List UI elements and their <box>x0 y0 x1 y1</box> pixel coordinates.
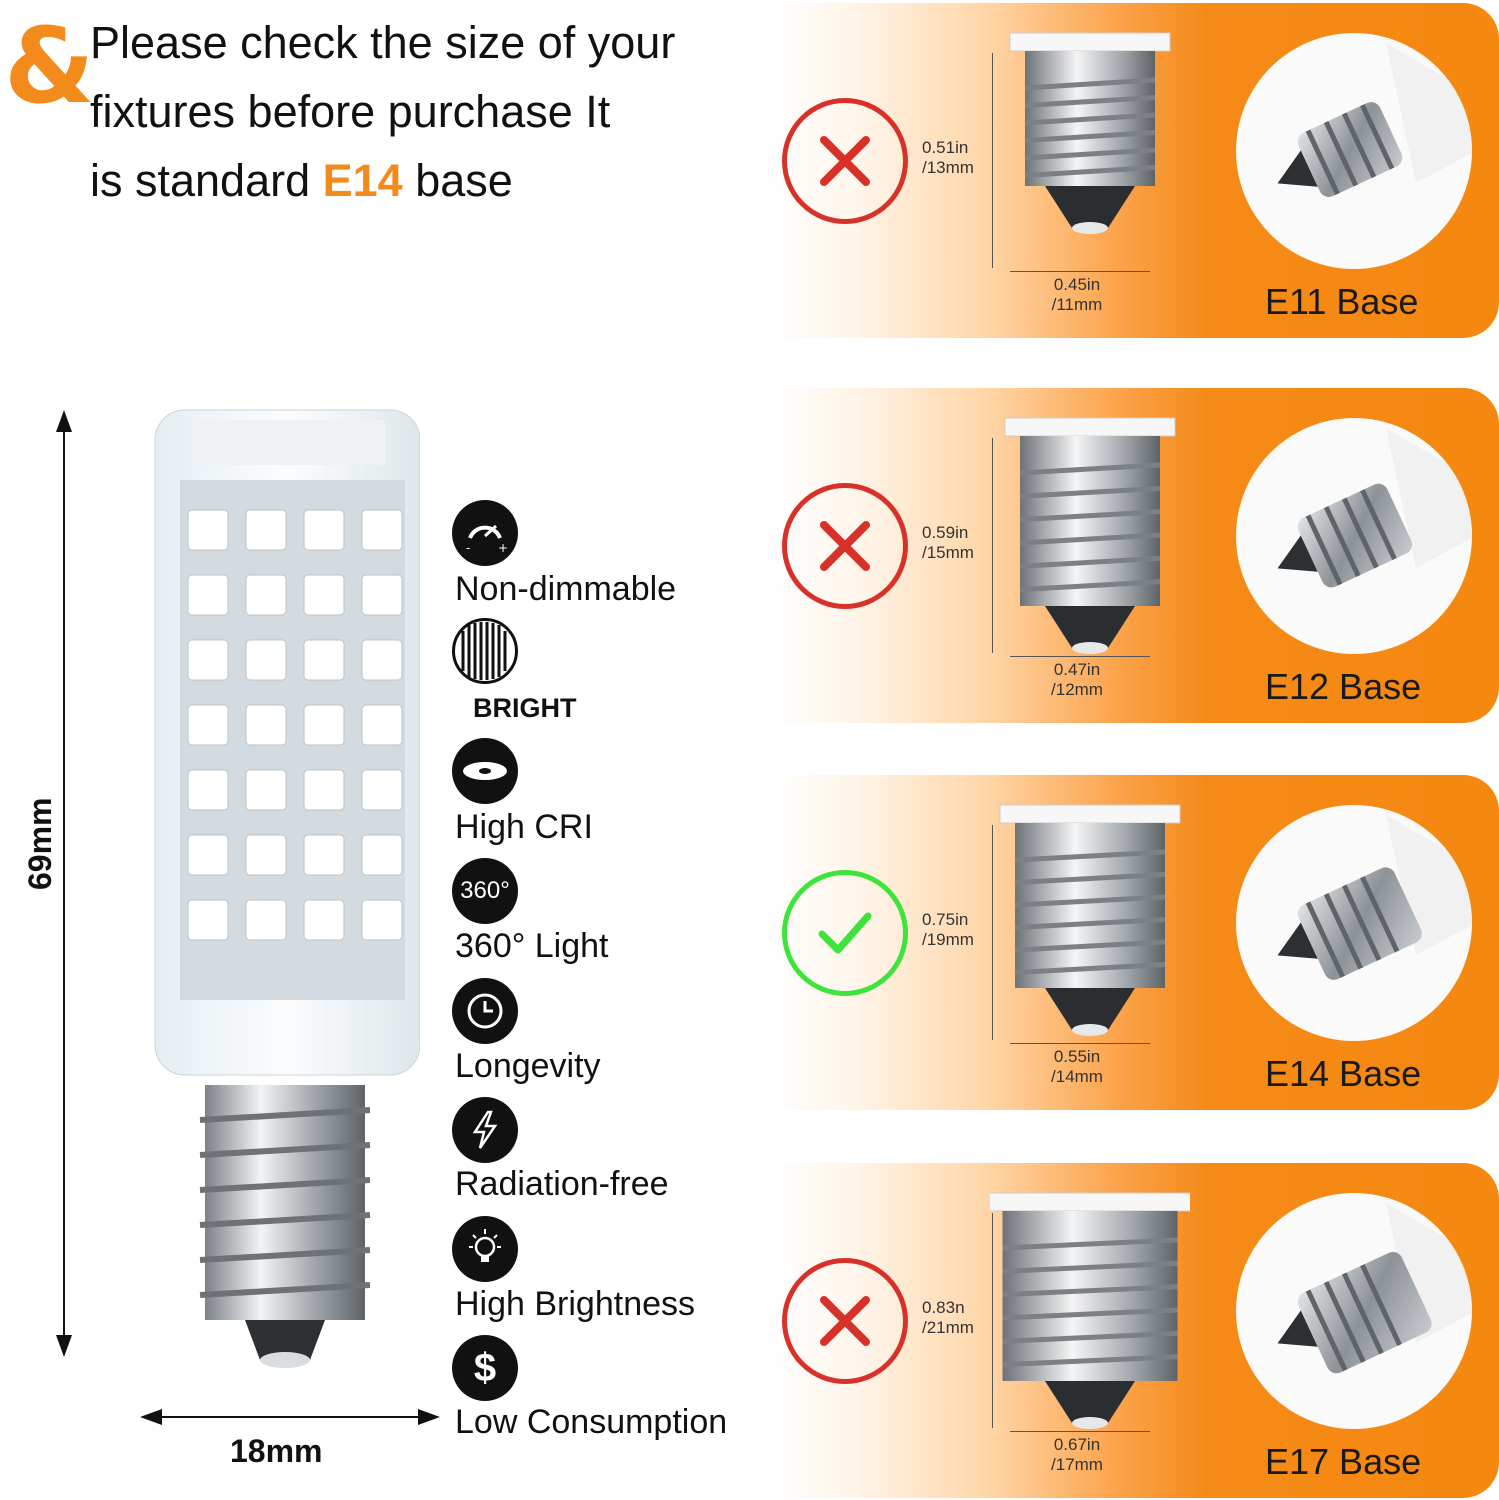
arrow-up-icon <box>56 410 72 432</box>
socket-diagram <box>1004 417 1176 654</box>
socket-diagram <box>1009 32 1171 234</box>
led-chip <box>187 704 229 746</box>
check-icon <box>782 870 908 996</box>
feature-label: High Brightness <box>455 1285 696 1323</box>
led-chip <box>245 509 287 551</box>
svg-text:-: - <box>466 541 470 555</box>
led-chip <box>361 509 403 551</box>
led-chip <box>361 899 403 941</box>
bright-stripes-icon <box>452 618 518 684</box>
bulb-height-label: 69mm <box>22 797 58 891</box>
ampersand-logo: & <box>4 5 95 127</box>
base-photo <box>1236 33 1472 269</box>
led-chip <box>187 899 229 941</box>
base-name-label: E14 Base <box>1265 1053 1422 1094</box>
headline-emphasis: E14 <box>322 155 403 206</box>
arrow-down-icon <box>56 1335 72 1357</box>
socket-width-line <box>1010 1431 1150 1432</box>
led-chip <box>245 639 287 681</box>
led-chip <box>361 769 403 811</box>
socket-width-label: 0.45in/11mm <box>1051 275 1103 314</box>
socket-width-line <box>1010 1043 1150 1044</box>
cross-icon <box>782 1258 908 1384</box>
clock-icon <box>452 978 518 1044</box>
headline: Please check the size of your fixtures b… <box>90 8 790 215</box>
led-chip <box>303 639 345 681</box>
led-bulb-image <box>154 409 420 1368</box>
feature-label: High CRI <box>455 808 593 846</box>
socket-height-line <box>992 53 993 268</box>
bulb-icon <box>452 1216 518 1282</box>
led-chip <box>245 704 287 746</box>
cross-icon <box>782 98 908 224</box>
led-chip <box>187 769 229 811</box>
cross-icon <box>782 483 908 609</box>
led-chip <box>303 509 345 551</box>
socket-width-line <box>1010 656 1150 657</box>
base-name-label: E12 Base <box>1265 666 1422 707</box>
led-chip <box>245 899 287 941</box>
led-chip <box>187 834 229 876</box>
base-name-label: E17 Base <box>1265 1441 1422 1482</box>
dimmer-icon: +- <box>452 500 518 566</box>
360-icon: 360° <box>452 858 518 924</box>
socket-height-label: 0.59in/15mm <box>922 523 974 562</box>
base-panel-e12: 0.59in/15mm 0.47in/12mm E12 Base <box>770 388 1499 723</box>
base-panel-e17: 0.83n/21mm 0.67in/17mm E17 Base <box>770 1163 1499 1498</box>
width-dimension-line <box>145 1416 435 1418</box>
socket-width-label: 0.47in/12mm <box>1051 660 1103 699</box>
arrow-left-icon <box>140 1409 162 1425</box>
led-chip <box>361 574 403 616</box>
feature-label: Non-dimmable <box>455 570 677 608</box>
led-chip <box>245 769 287 811</box>
socket-width-label: 0.55in/14mm <box>1051 1047 1103 1086</box>
dollar-icon: $ <box>452 1335 518 1401</box>
height-dimension-line <box>63 415 65 1350</box>
base-panel-e11: 0.51in/13mm 0.45in/11mm E11 Base <box>770 3 1499 338</box>
led-chip <box>245 574 287 616</box>
socket-height-line <box>992 825 993 1040</box>
base-photo <box>1236 418 1472 654</box>
socket-height-label: 0.51in/13mm <box>922 138 974 177</box>
arrow-right-icon <box>418 1409 440 1425</box>
led-chip <box>245 834 287 876</box>
led-chip <box>303 574 345 616</box>
cri-eye-icon <box>452 738 518 804</box>
socket-height-line <box>992 438 993 653</box>
feature-label: Radiation-free <box>455 1165 669 1203</box>
socket-diagram <box>999 804 1181 1036</box>
socket-width-line <box>1010 271 1150 272</box>
lightning-icon <box>452 1097 518 1163</box>
led-chip <box>303 769 345 811</box>
base-photo <box>1236 805 1472 1041</box>
svg-text:+: + <box>498 541 508 555</box>
feature-label: BRIGHT <box>473 693 577 723</box>
socket-height-line <box>992 1213 993 1428</box>
led-chip <box>303 704 345 746</box>
led-chip <box>303 834 345 876</box>
bulb-width-label: 18mm <box>230 1433 323 1469</box>
led-chip <box>187 639 229 681</box>
led-chip <box>361 834 403 876</box>
led-chip <box>187 509 229 551</box>
base-photo <box>1236 1193 1472 1429</box>
headline-line-1: Please check the size of your <box>90 17 676 68</box>
feature-label: 360° Light <box>455 927 609 965</box>
socket-height-label: 0.83n/21mm <box>922 1298 974 1337</box>
base-name-label: E11 Base <box>1265 281 1419 322</box>
headline-line-3: is standard E14 base <box>90 155 513 206</box>
led-chip <box>361 639 403 681</box>
feature-label: Longevity <box>455 1047 601 1085</box>
socket-width-label: 0.67in/17mm <box>1051 1435 1103 1474</box>
led-chip <box>303 899 345 941</box>
headline-line-2: fixtures before purchase It <box>90 86 611 137</box>
feature-label: Low Consumption <box>455 1403 728 1441</box>
socket-diagram <box>990 1192 1190 1429</box>
socket-height-label: 0.75in/19mm <box>922 910 974 949</box>
base-panel-e14: 0.75in/19mm 0.55in/14mm E14 Base <box>770 775 1499 1110</box>
led-chip <box>361 704 403 746</box>
led-chip <box>187 574 229 616</box>
